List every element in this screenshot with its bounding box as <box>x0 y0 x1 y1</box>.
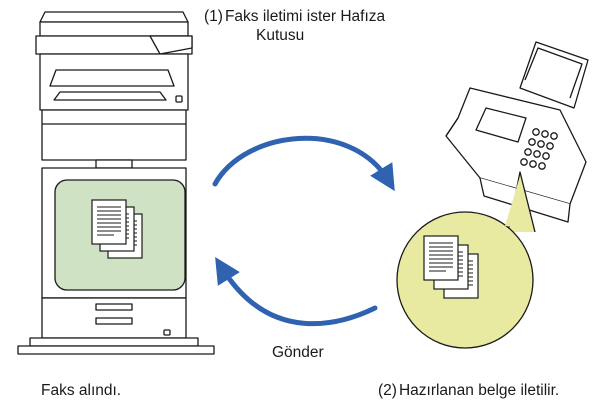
step2-text: Hazırlanan belge iletilir. <box>398 382 560 399</box>
document-stack-icon <box>91 199 143 259</box>
step1-text-line1: Faks iletimi ister Hafıza <box>224 8 386 25</box>
send-label: Gönder <box>272 344 324 361</box>
step2-label: (2)Hazırlanan belge iletilir. <box>378 381 559 400</box>
fax-machine-icon <box>445 41 589 223</box>
fax-received-label: Faks alındı. <box>41 382 122 399</box>
step1-label: (1)Faks iletimi ister Hafıza Kutusu <box>204 7 385 45</box>
curved-arrow-icon <box>212 135 395 192</box>
curved-arrow-icon <box>215 256 378 327</box>
step2-number: (2) <box>378 382 397 399</box>
step1-text-line2: Kutusu <box>256 27 305 44</box>
step1-number: (1) <box>204 8 223 25</box>
